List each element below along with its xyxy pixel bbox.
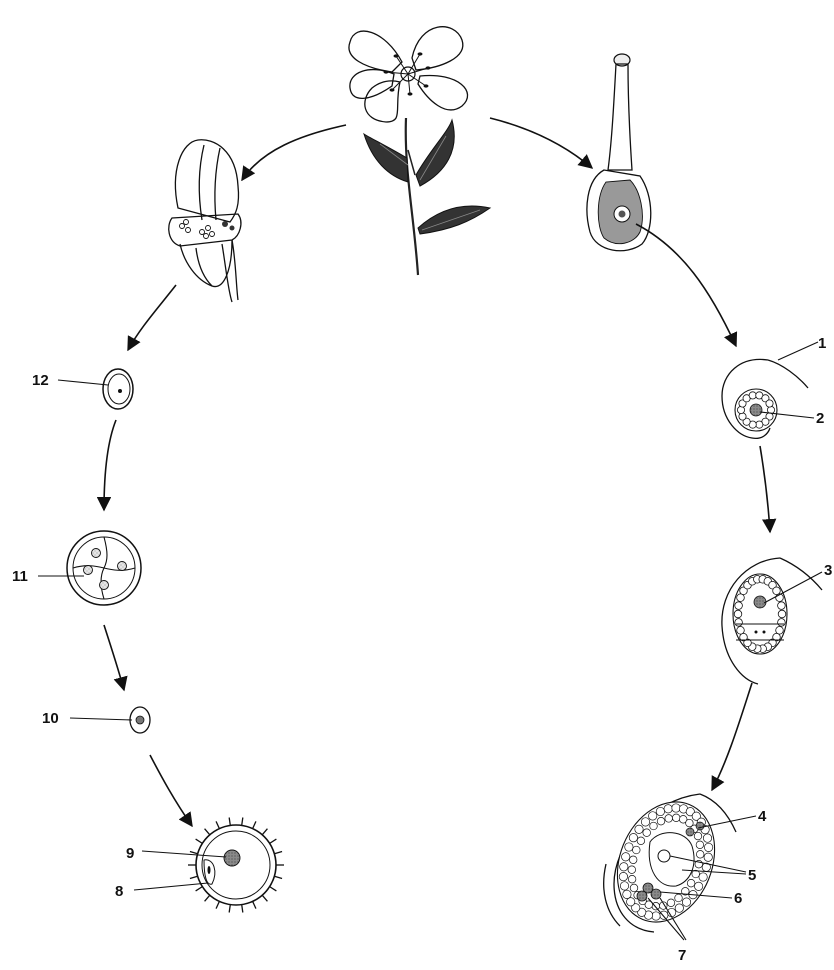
label-12: 12: [32, 372, 49, 389]
arrow-pistil-to-1: [636, 224, 736, 346]
label-11: 11: [12, 568, 28, 585]
arrow-1-to-3: [760, 446, 770, 532]
leader-10: [70, 718, 132, 720]
stage-3-ovule: [722, 558, 822, 684]
label-8: 8: [115, 883, 123, 900]
microspore-illustration: [188, 817, 284, 912]
leader-8: [134, 883, 208, 890]
embryo-sac-illustration: [600, 787, 736, 936]
arrow-flower-to-pistil: [490, 118, 592, 168]
label-4: 4: [758, 808, 767, 825]
label-9: 9: [126, 845, 134, 862]
arrow-12-to-11: [104, 420, 116, 510]
leader-12: [58, 380, 108, 385]
label-2: 2: [816, 410, 824, 427]
label-6: 6: [734, 890, 742, 907]
arrow-flower-to-anther: [242, 125, 346, 180]
anther-illustration: [169, 140, 241, 302]
arrow-10-to-microspore: [150, 755, 192, 826]
stage-1-ovule: [722, 359, 808, 438]
arrow-11-to-10: [104, 625, 124, 690]
label-3: 3: [824, 562, 832, 579]
stage-11-tetrad: [67, 531, 141, 605]
arrow-3-to-4: [712, 683, 752, 790]
leader-1: [778, 342, 818, 360]
stage-12-cell: [103, 369, 133, 409]
pistil-illustration: [587, 54, 651, 251]
flower-illustration: [349, 27, 490, 275]
label-10: 10: [42, 710, 59, 727]
stage-10-cell: [130, 707, 150, 733]
label-5: 5: [748, 867, 756, 884]
label-1: 1: [818, 335, 826, 352]
arrow-anther-to-12: [128, 285, 176, 350]
label-7: 7: [678, 947, 686, 964]
